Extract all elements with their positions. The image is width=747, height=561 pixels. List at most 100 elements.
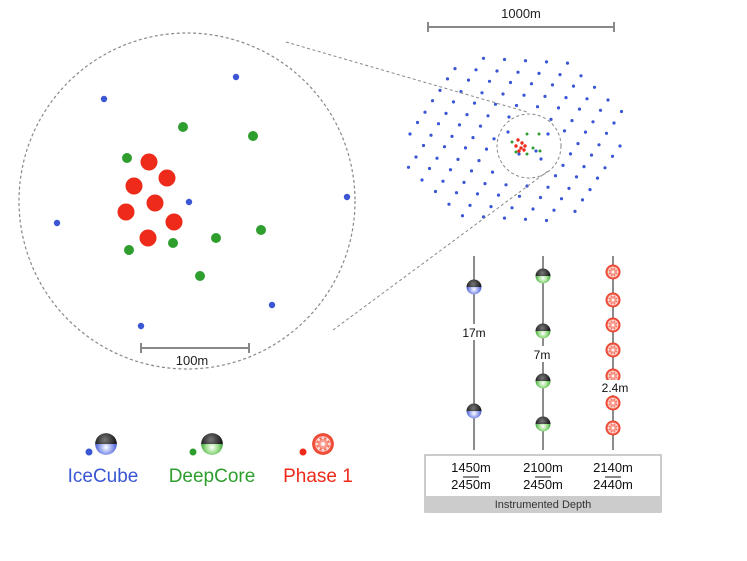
- depth-phase1-bottom: 2440m: [593, 477, 633, 492]
- icecube-string-dot: [435, 156, 439, 160]
- icecube-string-dot: [484, 147, 489, 151]
- phase1-string-dot: [522, 148, 526, 152]
- icecube-dot-icon: [85, 448, 93, 456]
- deepcore-dom-icon: [535, 373, 551, 389]
- icecube-string-dot: [534, 149, 538, 153]
- legend-phase1-label: Phase 1: [283, 466, 353, 487]
- icecube-string-dot: [465, 113, 469, 117]
- icecube-string-dot: [510, 206, 514, 210]
- icecube-string-dot: [502, 216, 507, 220]
- phase1-mdom-icon: [605, 292, 621, 308]
- icecube-string-dot: [454, 191, 459, 195]
- icecube-string-dot: [343, 193, 351, 201]
- icecube-string-dot: [420, 178, 424, 182]
- icecube-string-dot: [430, 99, 435, 103]
- icecube-string-dot: [525, 184, 529, 188]
- icecube-string-dot: [433, 189, 438, 194]
- deepcore-spacing-label: 7m: [534, 348, 551, 362]
- icecube-string-dot: [531, 207, 535, 211]
- icecube-string-dot: [508, 80, 513, 85]
- depth-deepcore-bottom: 2450m: [523, 477, 563, 492]
- icecube-string-dot: [436, 122, 441, 126]
- phase1-mdom-icon: [605, 317, 621, 333]
- deepcore-string: 7m: [532, 256, 552, 450]
- legend-phase1: Phase 1: [283, 433, 353, 487]
- icecube-string: 17m: [460, 256, 488, 450]
- icecube-string-dot: [451, 100, 456, 104]
- icecube-string-dot: [591, 120, 595, 124]
- icecube-string-dot: [516, 70, 520, 74]
- icecube-string-dot: [475, 192, 480, 196]
- icecube-string-dot: [539, 157, 543, 161]
- icecube-string-dot: [544, 60, 549, 64]
- icecube-string-dot: [423, 110, 427, 114]
- deepcore-string-dot: [256, 225, 266, 235]
- icecube-string-dot: [564, 96, 568, 100]
- phase1-string-dot: [125, 177, 143, 195]
- icecube-string-dot: [517, 152, 521, 156]
- legend: IceCube DeepCore Phase 1: [68, 433, 353, 487]
- deepcore-dom-icon: [535, 416, 551, 432]
- icecube-string-dot: [453, 67, 457, 71]
- depth-icecube-bottom: 2450m: [451, 477, 491, 492]
- icecube-string-dot: [582, 165, 586, 169]
- deepcore-string-dot: [122, 153, 132, 163]
- icecube-string-dot: [456, 157, 460, 161]
- zoom-connector-upper: [285, 41, 528, 113]
- icecube-string-dot: [462, 180, 466, 184]
- icecube-string-dot: [552, 208, 556, 212]
- deepcore-dom-icon: [535, 268, 551, 284]
- phase1-mdom-icon: [605, 395, 621, 411]
- icecube-string-dot: [580, 198, 585, 202]
- legend-deepcore: DeepCore: [169, 433, 255, 487]
- phase1-mdom-icon: [312, 433, 334, 455]
- deepcore-string-dot: [178, 122, 188, 132]
- icecube-string-dot: [490, 170, 495, 174]
- icecube-string-dot: [579, 74, 583, 78]
- icecube-string-dot: [457, 123, 462, 127]
- icecube-string-dot: [442, 145, 447, 149]
- array-scale-bar: 1000m: [427, 6, 615, 32]
- icecube-string-dot: [406, 165, 411, 169]
- icecube-string-dot: [444, 111, 448, 115]
- deepcore-string-dot: [211, 233, 221, 243]
- icecube-string-dot: [592, 85, 597, 89]
- phase1-spacing: 2.4m: [602, 380, 628, 395]
- legend-icecube: IceCube: [68, 433, 139, 487]
- icecube-string-dot: [538, 195, 543, 200]
- icecube-string-dot: [556, 106, 561, 110]
- deepcore-string-dot: [531, 146, 535, 150]
- icecube-string-dot: [549, 117, 553, 121]
- icecube-string-dot: [483, 182, 487, 186]
- icecube-string-dot: [523, 217, 528, 221]
- icecube-string-dot: [546, 132, 550, 136]
- icecube-string-dot: [268, 301, 276, 309]
- icecube-string-dot: [441, 179, 445, 183]
- phase1-mdom-icon: [605, 368, 621, 384]
- phase1-string-dot: [516, 138, 520, 142]
- icecube-string-dot: [486, 114, 490, 118]
- icecube-string-dot: [468, 203, 472, 207]
- phase1-mdom-icon: [605, 342, 621, 358]
- icecube-string-dot: [565, 61, 570, 65]
- icecube-string-dot: [429, 133, 433, 137]
- phase1-mdom-icon: [605, 420, 621, 436]
- icecube-string-dot: [466, 78, 471, 82]
- icecube-string-dot: [553, 174, 558, 178]
- icecube-string-dot: [232, 73, 240, 81]
- icecube-string-dot: [481, 56, 486, 60]
- phase1-string-dot: [517, 149, 521, 153]
- array-center-strings: [506, 130, 550, 161]
- icecube-string-dot: [480, 91, 484, 95]
- legend-icecube-label: IceCube: [68, 466, 139, 487]
- icecube-string-dot: [550, 83, 555, 87]
- deepcore-string-dot: [510, 140, 514, 144]
- phase1-string-dot: [514, 144, 518, 148]
- deepcore-string-dot: [538, 149, 542, 153]
- phase1-dot-icon: [299, 448, 307, 456]
- icecube-string-dot: [543, 94, 547, 98]
- icecube-string-dot: [529, 82, 534, 86]
- icecube-string-dot: [471, 136, 475, 140]
- icecube-string-dot: [450, 134, 454, 138]
